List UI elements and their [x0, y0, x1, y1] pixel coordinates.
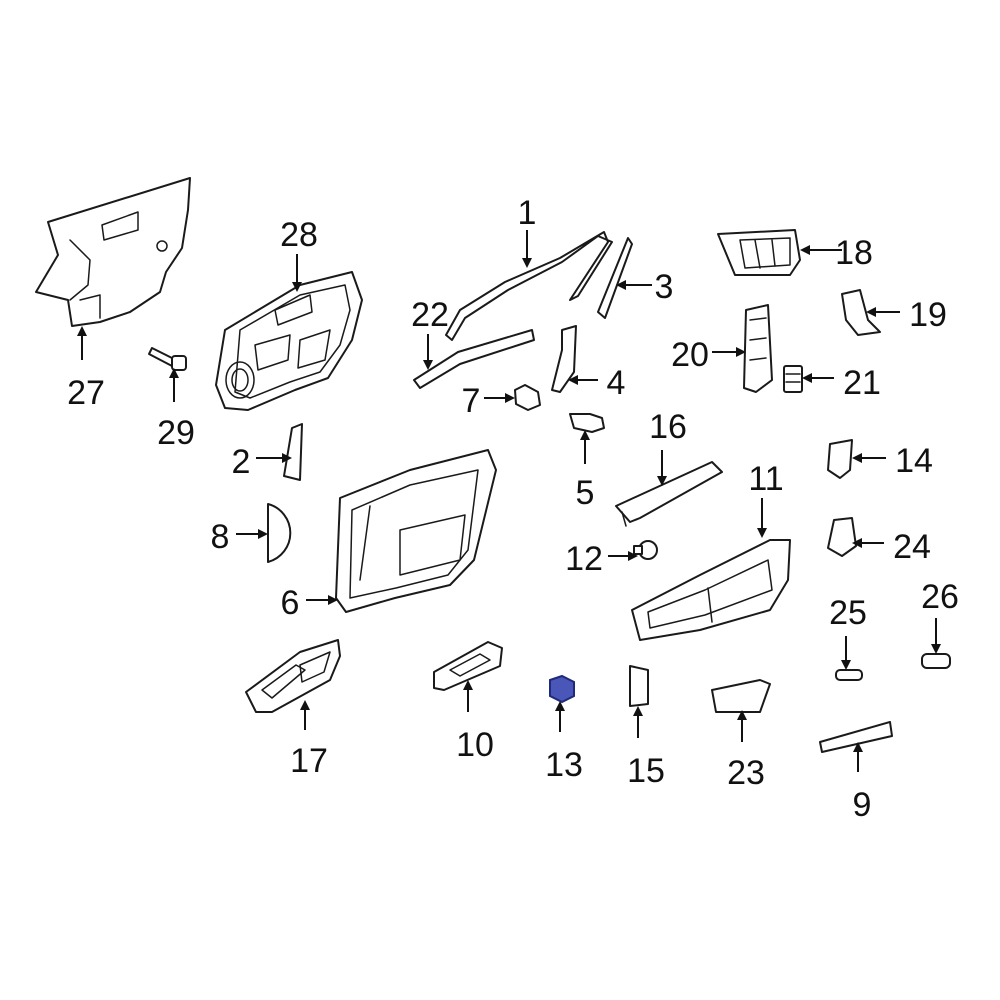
callout-15: 15 [627, 752, 665, 790]
part-10-handle-bezel[interactable] [433, 641, 503, 691]
part-6-door-trim-panel[interactable] [335, 449, 497, 613]
part-27-insulation-panel[interactable] [35, 177, 191, 327]
part-17-switch-bezel[interactable] [245, 639, 341, 713]
callout-13: 13 [545, 746, 583, 784]
part-20-switch-housing[interactable] [743, 304, 773, 393]
callout-24: 24 [893, 528, 931, 566]
part-8-half-cover[interactable] [267, 503, 292, 563]
part-15-cover[interactable] [629, 665, 649, 707]
callout-27: 27 [67, 374, 105, 412]
part-24-bracket[interactable] [827, 517, 857, 557]
callout-20: 20 [671, 336, 709, 374]
part-1-window-trim[interactable] [445, 231, 613, 341]
part-29-pin[interactable] [148, 347, 187, 371]
callout-7: 7 [462, 382, 481, 420]
callout-5: 5 [576, 474, 595, 512]
callout-6: 6 [281, 584, 300, 622]
callout-14: 14 [895, 442, 933, 480]
part-14-bracket[interactable] [827, 439, 853, 479]
callout-1: 1 [518, 194, 537, 232]
callout-25: 25 [829, 594, 867, 632]
callout-8: 8 [211, 518, 230, 556]
part-7-clip[interactable] [514, 384, 541, 411]
part-19-switch[interactable] [841, 289, 881, 336]
part-3-strip[interactable] [597, 237, 633, 319]
part-2-corner-cover[interactable] [283, 423, 303, 481]
part-9-sill-strip[interactable] [819, 721, 893, 753]
part-12-clip[interactable] [633, 540, 658, 560]
part-25-bulb[interactable] [835, 669, 863, 681]
part-16-armrest-cover[interactable] [615, 461, 723, 527]
part-5-pin[interactable] [569, 413, 605, 433]
callout-19: 19 [909, 296, 947, 334]
part-21-switch[interactable] [783, 365, 803, 393]
callout-3: 3 [655, 268, 674, 306]
callout-26: 26 [921, 578, 959, 616]
callout-29: 29 [157, 414, 195, 452]
part-23-handle-base[interactable] [711, 679, 771, 713]
callout-21: 21 [843, 364, 881, 402]
part-26-socket[interactable] [921, 653, 951, 669]
callout-2: 2 [232, 443, 251, 481]
callout-9: 9 [853, 786, 872, 824]
callout-22: 22 [411, 296, 449, 334]
callout-10: 10 [456, 726, 494, 764]
callout-12: 12 [565, 540, 603, 578]
callout-16: 16 [649, 408, 687, 446]
callout-4: 4 [607, 364, 626, 402]
callout-18: 18 [835, 234, 873, 272]
part-13-clip[interactable] [549, 674, 575, 704]
callout-28: 28 [280, 216, 318, 254]
part-28-door-carrier[interactable] [215, 271, 363, 411]
callout-11: 11 [748, 460, 783, 498]
part-18-switch-panel[interactable] [717, 229, 801, 276]
part-22-beltline-moulding[interactable] [413, 329, 535, 389]
part-11-rear-trim-panel[interactable] [631, 539, 791, 641]
callout-23: 23 [727, 754, 765, 792]
callout-17: 17 [290, 742, 328, 780]
part-4-bracket[interactable] [551, 325, 577, 393]
